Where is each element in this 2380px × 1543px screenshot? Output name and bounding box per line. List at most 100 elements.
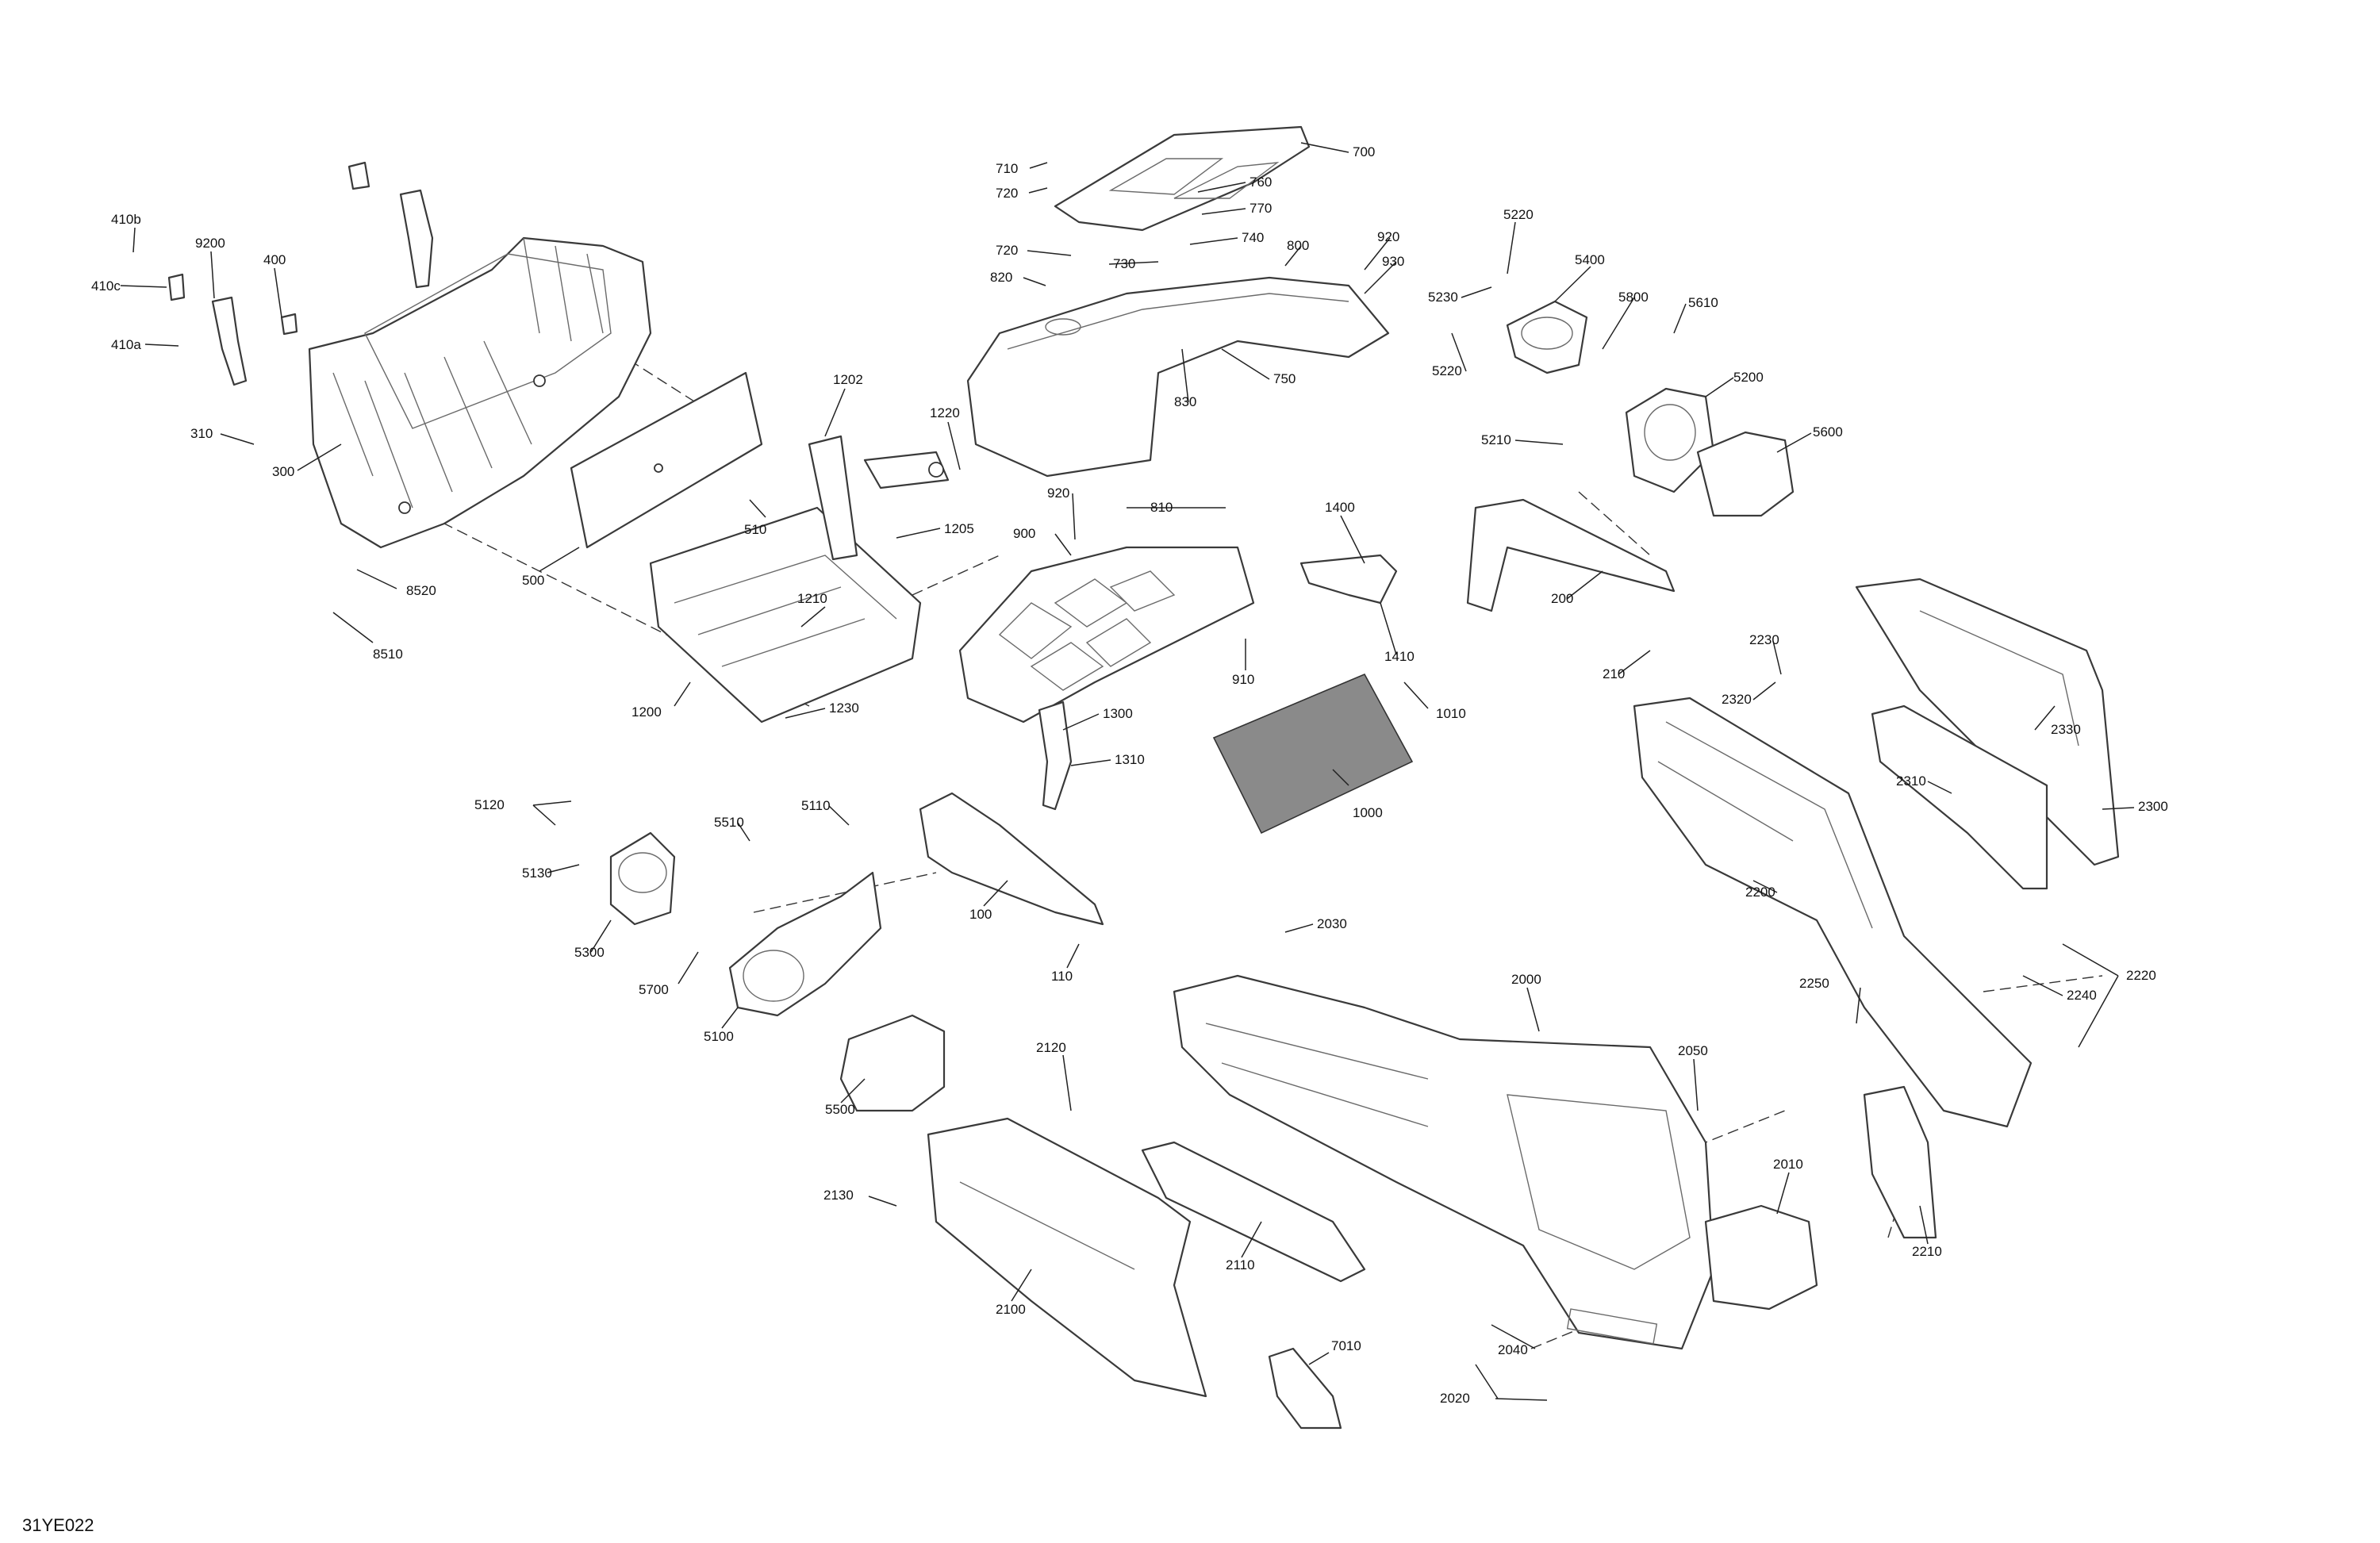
callout-2320: 2320: [1722, 692, 1752, 707]
callout-910: 910: [1232, 672, 1254, 687]
part-2100-front-panel: [927, 1117, 1207, 1398]
callout-820: 820: [990, 270, 1012, 285]
callout-5510: 5510: [714, 815, 744, 830]
part-1200-frame: [649, 435, 950, 724]
callout-2030: 2030: [1317, 916, 1347, 931]
callout-720-lower: 720: [996, 243, 1018, 258]
callout-5110: 5110: [801, 798, 831, 813]
callout-5210: 5210: [1481, 432, 1511, 447]
part-2200-side-frame: [1633, 697, 2033, 1128]
callout-5800: 5800: [1618, 290, 1649, 305]
callout-5610: 5610: [1688, 295, 1718, 310]
part-1000-grille: [1212, 673, 1414, 835]
part-700-top-cover: [1054, 125, 1311, 232]
callout-2250: 2250: [1799, 976, 1829, 991]
callout-8510: 8510: [373, 647, 403, 662]
part-5500-cover: [839, 1014, 946, 1112]
callouts: 410b 410c 410a 9200 400 310 300 500 510 …: [91, 144, 2168, 1406]
callout-710: 710: [996, 161, 1018, 176]
callout-410c: 410c: [91, 278, 121, 294]
callout-310: 310: [190, 426, 213, 441]
callout-5700: 5700: [639, 982, 669, 997]
callout-2300: 2300: [2138, 799, 2168, 814]
callout-2110: 2110: [1226, 1257, 1255, 1272]
part-2300-side-panel: [1855, 578, 2120, 866]
callout-5120: 5120: [474, 797, 505, 812]
part-2310-liner: [1871, 704, 2048, 890]
callout-2100: 2100: [996, 1302, 1026, 1317]
callout-5300: 5300: [574, 945, 605, 960]
callout-800: 800: [1287, 238, 1309, 253]
callout-1400: 1400: [1325, 500, 1355, 515]
callout-9200: 9200: [195, 236, 225, 251]
callout-5200: 5200: [1733, 370, 1764, 385]
part-2110-liner: [1141, 1141, 1366, 1283]
callout-100: 100: [969, 907, 992, 922]
callout-300: 300: [272, 464, 294, 479]
callout-830: 830: [1174, 394, 1196, 409]
callout-2120: 2120: [1036, 1040, 1066, 1055]
callout-770: 770: [1250, 201, 1272, 216]
callout-1205: 1205: [944, 521, 974, 536]
part-5400-ring: [1506, 300, 1588, 374]
callout-750: 750: [1273, 371, 1296, 386]
callout-7010: 7010: [1331, 1338, 1361, 1353]
callout-1200: 1200: [631, 704, 662, 720]
callout-1230: 1230: [829, 700, 859, 716]
drawing-code: 31YE022: [22, 1515, 94, 1535]
callout-900: 900: [1013, 526, 1035, 541]
callout-5230: 5230: [1428, 290, 1458, 305]
callout-5400: 5400: [1575, 252, 1605, 267]
callout-760: 760: [1250, 175, 1272, 190]
callout-400: 400: [263, 252, 286, 267]
callout-2020: 2020: [1440, 1391, 1470, 1406]
callout-200: 200: [1551, 591, 1573, 606]
callout-2200: 2200: [1745, 885, 1775, 900]
callout-410b: 410b: [111, 212, 141, 227]
part-7010-bracket: [1268, 1347, 1342, 1430]
callout-920-lower: 920: [1047, 486, 1069, 501]
callout-500: 500: [522, 573, 544, 588]
callout-1300: 1300: [1103, 706, 1133, 721]
callout-5500: 5500: [825, 1102, 855, 1117]
callout-1010: 1010: [1436, 706, 1466, 721]
part-300-front-bin: [308, 236, 652, 549]
callout-2240: 2240: [2067, 988, 2097, 1003]
part-100-trim: [919, 792, 1104, 926]
callout-930: 930: [1382, 254, 1404, 269]
callout-720-upper: 720: [996, 186, 1018, 201]
part-2210-liner: [1863, 1085, 1937, 1239]
callout-2130: 2130: [823, 1188, 854, 1203]
callout-5130: 5130: [522, 866, 552, 881]
part-9200-bracket: [167, 161, 434, 386]
part-800-console: [966, 276, 1390, 478]
callout-2050: 2050: [1678, 1043, 1708, 1058]
callout-2040: 2040: [1498, 1342, 1528, 1357]
callout-2000: 2000: [1511, 972, 1541, 987]
callout-5100: 5100: [704, 1029, 734, 1044]
callout-1210: 1210: [797, 591, 827, 606]
callout-2310: 2310: [1896, 773, 1926, 789]
callout-410a: 410a: [111, 337, 141, 352]
part-900-console-lower: [958, 546, 1255, 724]
part-2010-liner: [1704, 1204, 1818, 1311]
callout-110: 110: [1051, 969, 1073, 984]
callout-2230: 2230: [1749, 632, 1779, 647]
part-2000-lower-panel: [1173, 974, 1715, 1350]
callout-920-upper: 920: [1377, 229, 1399, 244]
part-500-plate: [570, 371, 763, 549]
callout-5220-top: 5220: [1503, 207, 1534, 222]
callout-1310: 1310: [1115, 752, 1145, 767]
callout-2220: 2220: [2126, 968, 2156, 983]
callout-740: 740: [1242, 230, 1264, 245]
callout-1202: 1202: [833, 372, 863, 387]
callout-5220-bottom: 5220: [1432, 363, 1462, 378]
callout-1410: 1410: [1384, 649, 1415, 664]
callout-2010: 2010: [1773, 1157, 1803, 1172]
part-5300-ring: [609, 831, 676, 926]
callout-510: 510: [744, 522, 766, 537]
callout-1220: 1220: [930, 405, 960, 420]
leader-lines: [120, 142, 2135, 1401]
callout-810: 810: [1150, 500, 1173, 515]
